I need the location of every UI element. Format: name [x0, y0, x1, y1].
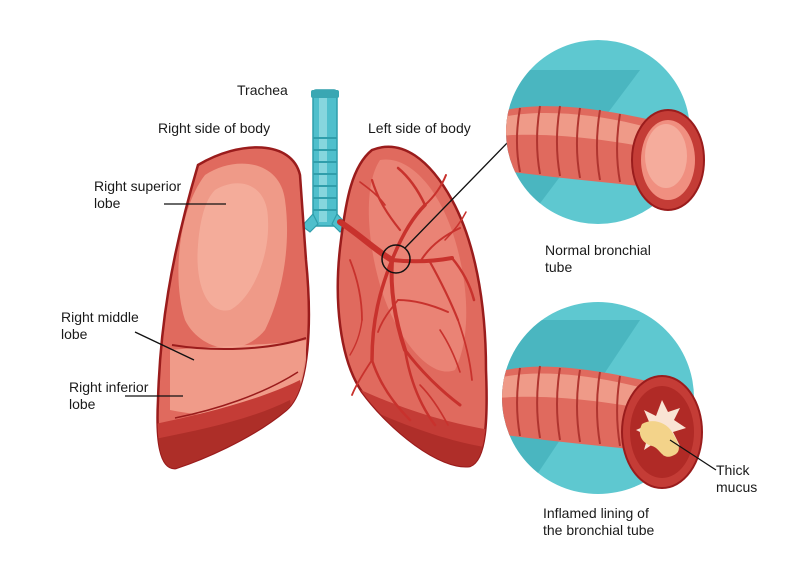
- right-middle-pointer: [134, 331, 195, 361]
- normal-bronchial-tube-line-1: Normal bronchial: [545, 242, 651, 258]
- thick-mucus-label: Thick mucus: [716, 462, 757, 496]
- right-superior-lobe-label: Right superior lobe: [94, 178, 181, 212]
- right-lung: [156, 146, 311, 470]
- zoom-indicator-circle: [381, 244, 411, 274]
- inflamed-bronchial-tube-line-2: the bronchial tube: [543, 522, 655, 538]
- normal-bronchial-tube-line-2: tube: [545, 259, 573, 275]
- zoom-connector-line: [404, 137, 513, 249]
- normal-bronchial-tube-label: Normal bronchial tube: [545, 242, 651, 276]
- bronchial-tree: [337, 166, 476, 427]
- trachea-label: Trachea: [237, 82, 288, 98]
- right-inferior-lobe-label: Right inferior lobe: [69, 379, 148, 413]
- right-inferior-lobe-line-2: lobe: [69, 396, 96, 412]
- right-superior-lobe-line-1: Right superior: [94, 178, 182, 194]
- thick-mucus-line-2: mucus: [716, 479, 758, 495]
- inflamed-bronchial-tube-label: Inflamed lining of the bronchial tube: [543, 505, 654, 539]
- right-middle-lobe-label: Right middle lobe: [61, 309, 139, 343]
- right-inferior-lobe-line-1: Right inferior: [69, 379, 149, 395]
- right-superior-lobe-line-2: lobe: [94, 195, 121, 211]
- mucus-blob: [639, 421, 679, 457]
- left-side-of-body-label: Left side of body: [368, 120, 471, 136]
- right-middle-lobe-line-1: Right middle: [61, 309, 139, 325]
- inflamed-bronchial-tube-inset: [502, 302, 717, 494]
- trachea: [301, 89, 349, 233]
- right-middle-lobe-line-2: lobe: [61, 326, 88, 342]
- thick-mucus-line-1: Thick: [716, 462, 750, 478]
- left-lung: [336, 145, 488, 468]
- mucus-pointer-line: [669, 439, 717, 471]
- normal-bronchial-tube-inset: [506, 40, 705, 224]
- right-side-of-body-label: Right side of body: [158, 120, 271, 136]
- inflamed-bronchial-tube-line-1: Inflamed lining of: [543, 505, 649, 521]
